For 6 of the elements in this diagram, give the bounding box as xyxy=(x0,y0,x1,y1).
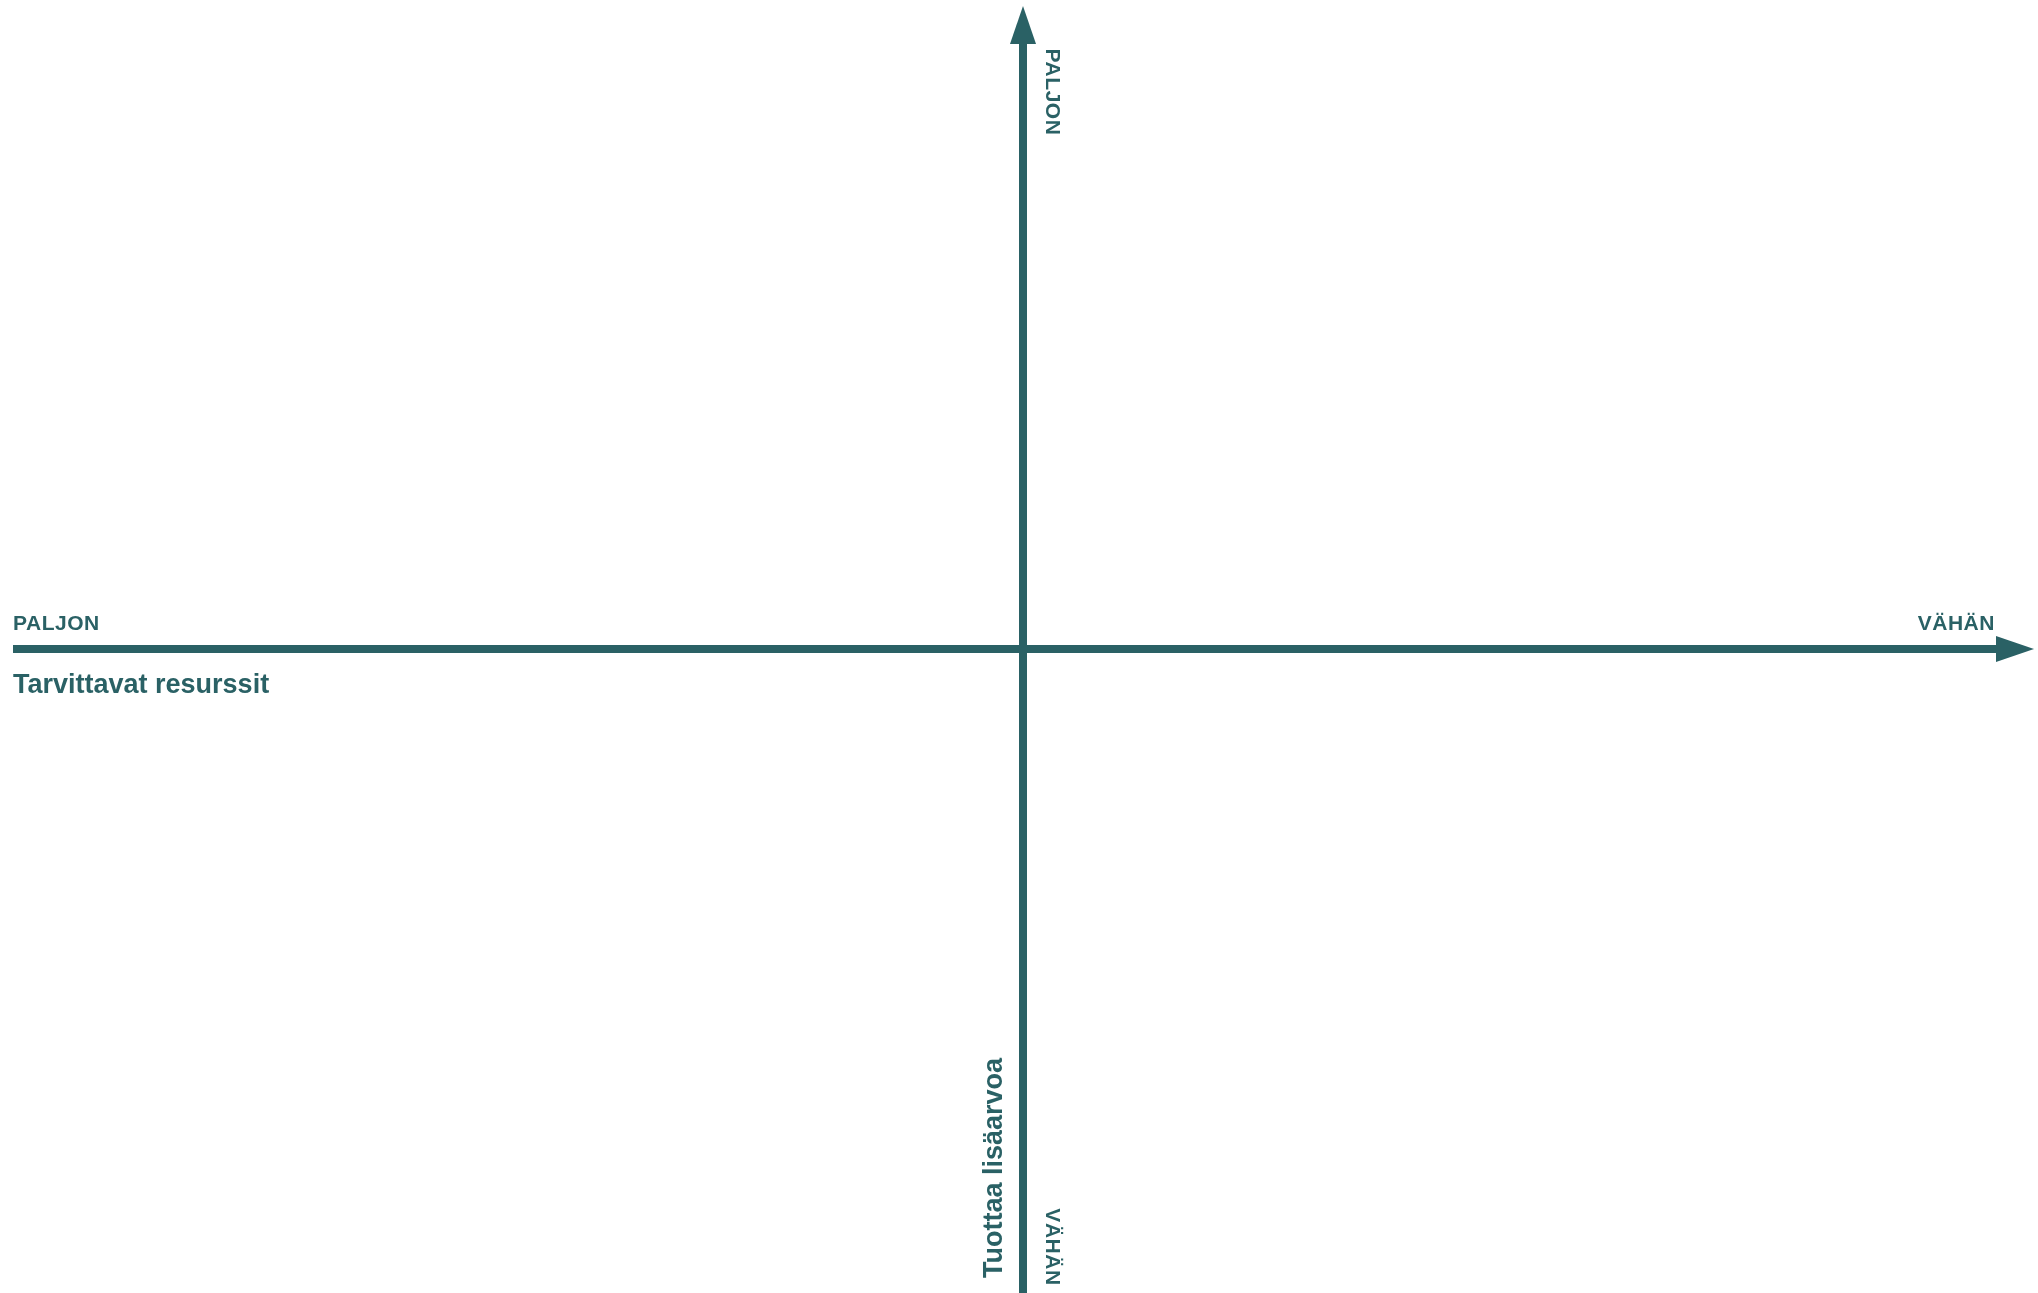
axis-label: VÄHÄN xyxy=(1917,611,1995,633)
axis-label: Tuottaa lisäarvoa xyxy=(979,1057,1007,1279)
axis-label: VÄHÄN xyxy=(1042,1208,1064,1286)
axis-label: Tarvittavat resurssit xyxy=(13,670,270,698)
axis-label: PALJON xyxy=(1042,48,1064,136)
axis-label: PALJON xyxy=(13,611,100,633)
